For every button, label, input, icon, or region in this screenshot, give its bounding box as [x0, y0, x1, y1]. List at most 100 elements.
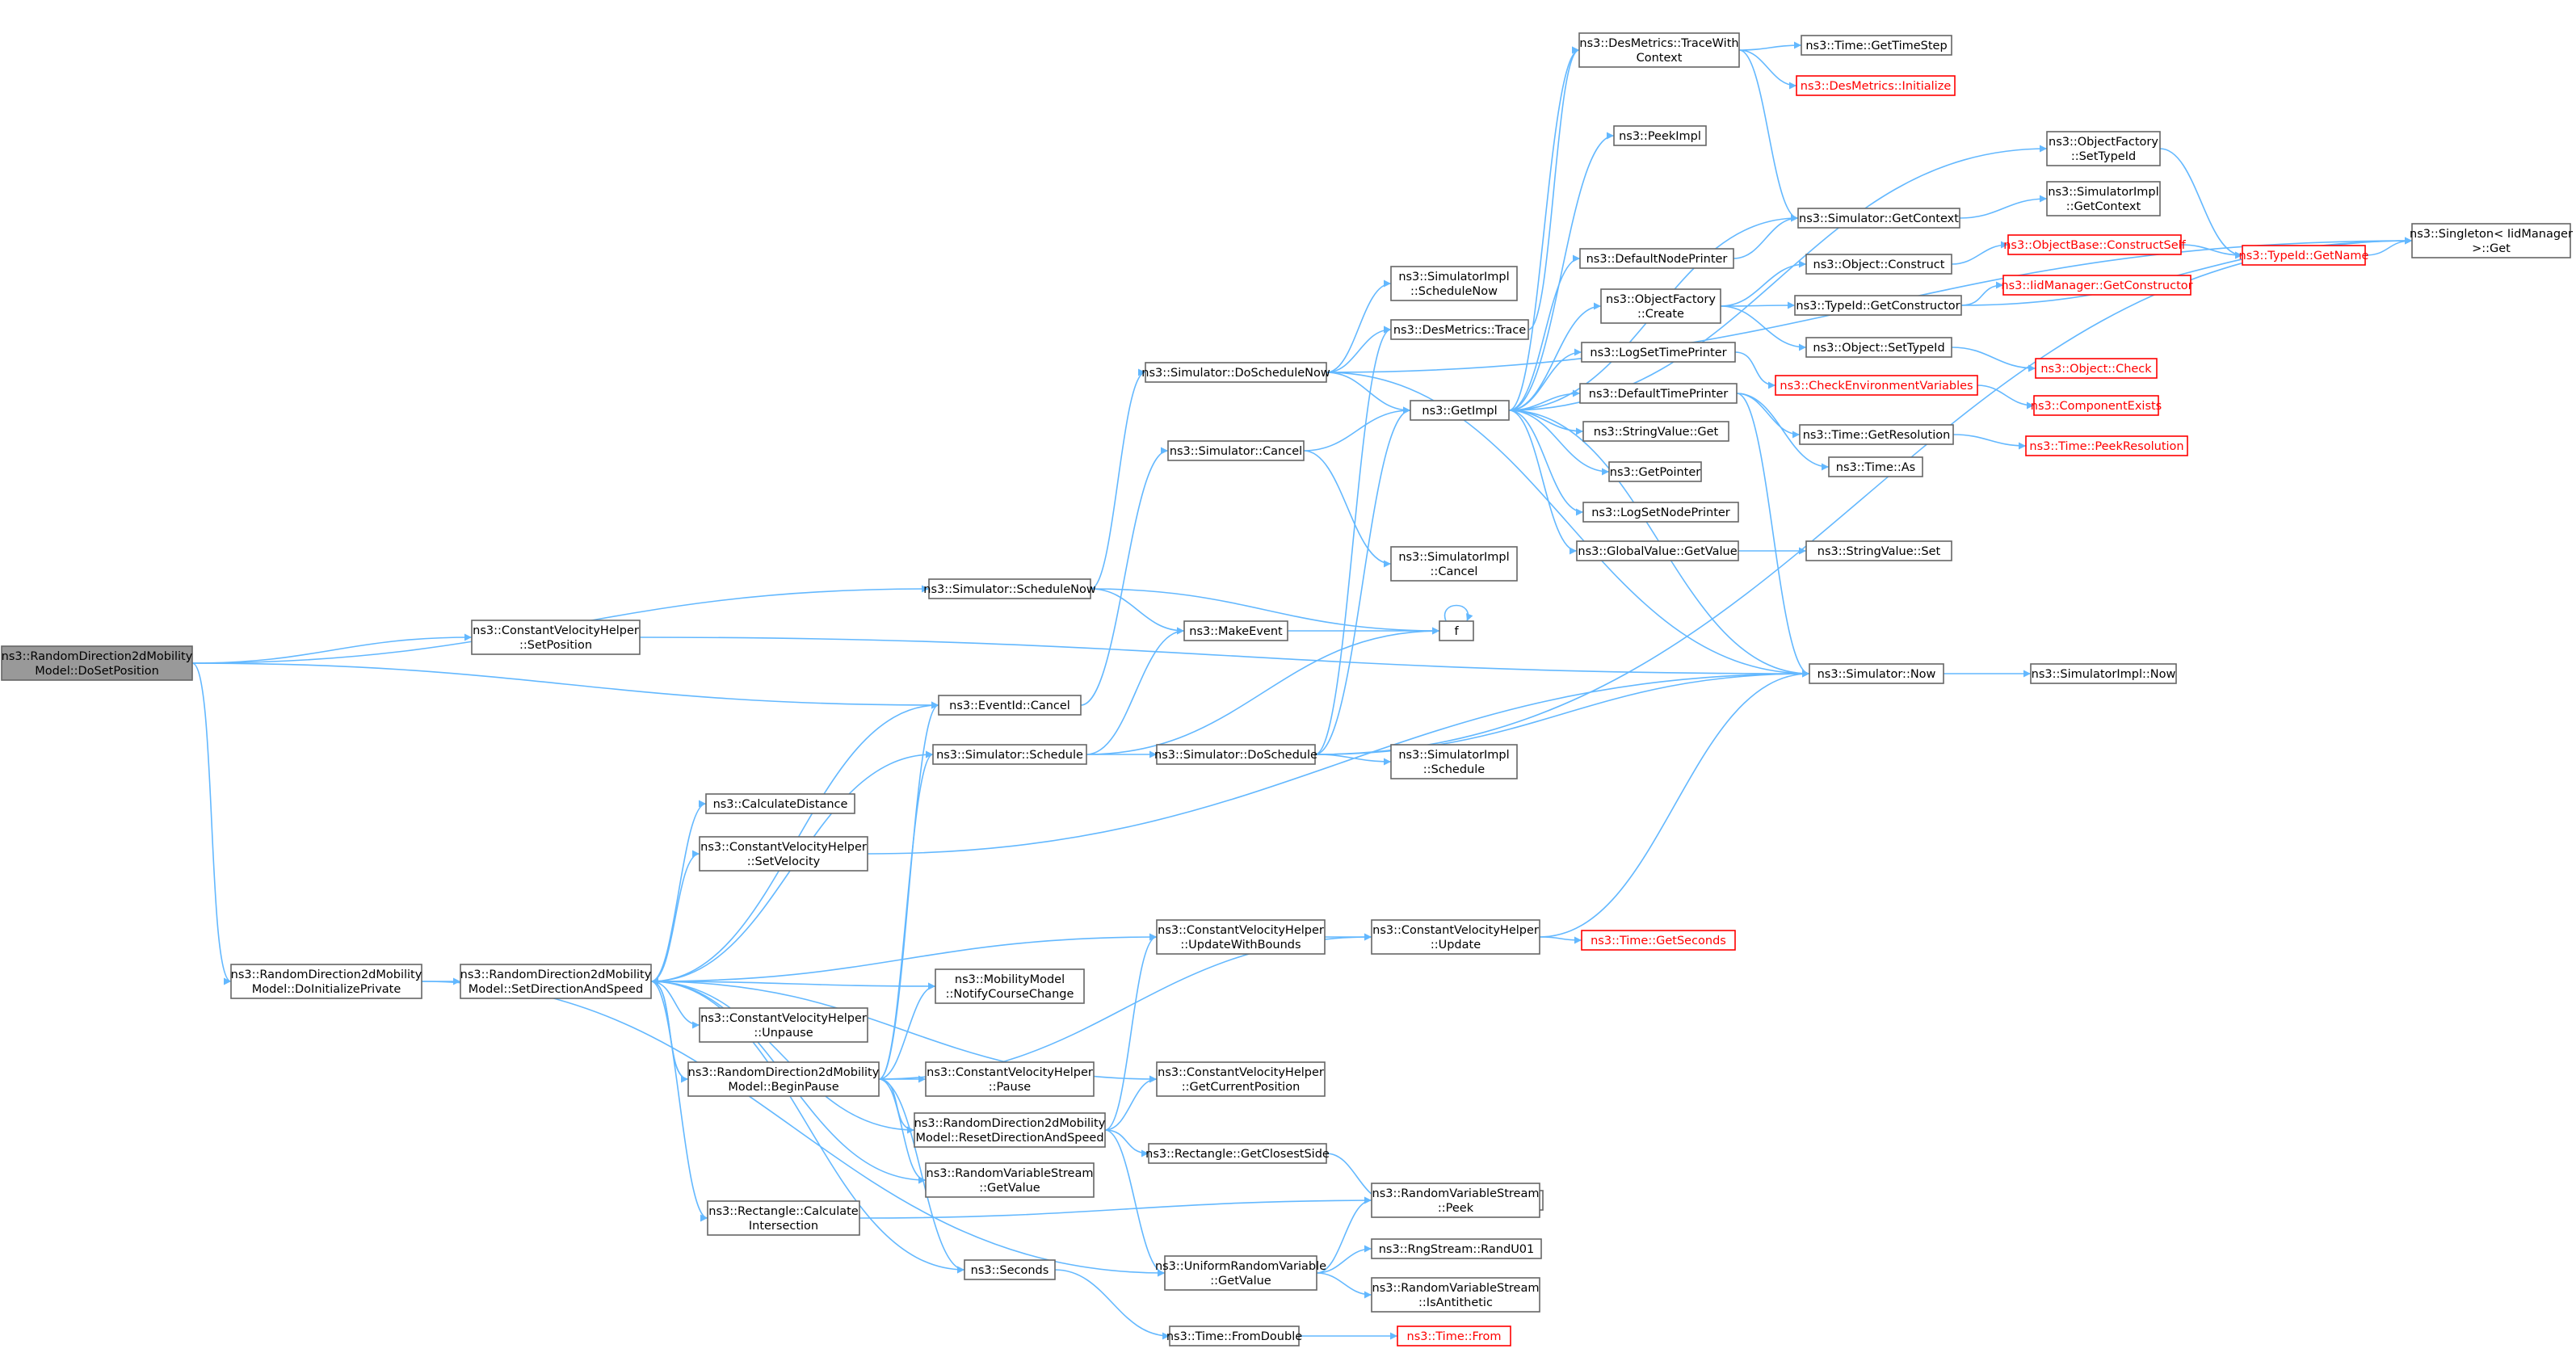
graph-node-simimpl-schednow[interactable]: ns3::SimulatorImpl::ScheduleNow	[1390, 266, 1518, 301]
node-box	[1613, 125, 1707, 146]
node-label-line: ns3::ConstantVelocityHelper	[473, 624, 639, 637]
graph-node-resetdir[interactable]: ns3::RandomDirection2dMobilityModel::Res…	[914, 1112, 1106, 1148]
node-label-line: ns3::RngStream::RandU01	[1379, 1243, 1535, 1256]
graph-node-time-peekres[interactable]: ns3::Time::PeekResolution	[2025, 435, 2188, 456]
node-box	[1167, 440, 1305, 461]
graph-edge	[1720, 301, 1796, 309]
node-label-line: ns3::Time::GetSeconds	[1591, 935, 1726, 947]
graph-node-logsetnode[interactable]: ns3::LogSetNodePrinter	[1582, 502, 1739, 523]
node-box	[471, 620, 641, 655]
graph-node-rvs-isanti[interactable]: ns3::RandomVariableStream::IsAntithetic	[1371, 1277, 1540, 1313]
graph-node-obj-construct[interactable]: ns3::Object::Construct	[1805, 254, 1952, 275]
node-box	[1156, 744, 1316, 765]
node-label-line: ns3::TypeId::GetConstructor	[1796, 300, 1960, 313]
graph-edge	[878, 982, 936, 1080]
graph-node-mm-notify[interactable]: ns3::MobilityModel::NotifyCourseChange	[935, 968, 1085, 1004]
graph-node-checkenv[interactable]: ns3::CheckEnvironmentVariables	[1775, 375, 1978, 396]
graph-node-cvh-unpause[interactable]: ns3::ConstantVelocityHelper::Unpause	[699, 1007, 868, 1043]
graph-node-simimpl-cancel[interactable]: ns3::SimulatorImpl::Cancel	[1390, 546, 1518, 582]
node-box	[964, 1259, 1056, 1280]
graph-edge	[1303, 450, 1392, 568]
graph-node-objfactory-settypeid[interactable]: ns3::ObjectFactory::SetTypeId	[2046, 131, 2161, 166]
graph-node-doinit[interactable]: ns3::RandomDirection2dMobilityModel::DoI…	[230, 964, 422, 999]
graph-node-logsettime[interactable]: ns3::LogSetTimePrinter	[1581, 342, 1736, 363]
node-label-line: ::SetVelocity	[747, 855, 821, 868]
graph-edge	[1960, 237, 2413, 306]
graph-node-cvh-pause[interactable]: ns3::ConstantVelocityHelper::Pause	[925, 1061, 1095, 1097]
node-box	[914, 1112, 1106, 1148]
graph-edge	[1090, 368, 1146, 590]
graph-node-simimpl-now[interactable]: ns3::SimulatorImpl::Now	[2030, 663, 2177, 684]
graph-node-strval-set[interactable]: ns3::StringValue::Set	[1805, 540, 1952, 561]
graph-node-time-getres[interactable]: ns3::Time::GetResolution	[1799, 424, 1954, 445]
graph-node-defnodeprinter[interactable]: ns3::DefaultNodePrinter	[1579, 248, 1734, 269]
graph-node-sim-schedule[interactable]: ns3::Simulator::Schedule	[932, 744, 1087, 765]
graph-edge	[1738, 41, 1802, 51]
graph-node-simimpl-schedule[interactable]: ns3::SimulatorImpl::Schedule	[1390, 744, 1518, 779]
graph-node-globalval-get[interactable]: ns3::GlobalValue::GetValue	[1576, 540, 1739, 561]
graph-node-seconds[interactable]: ns3::Seconds	[964, 1259, 1056, 1280]
graph-node-cvh-setpos[interactable]: ns3::ConstantVelocityHelper::SetPosition	[471, 620, 641, 655]
node-label-line: ns3::StringValue::Get	[1594, 426, 1719, 439]
graph-node-eventid-cancel[interactable]: ns3::EventId::Cancel	[938, 695, 1082, 716]
graph-node-objfactory-create[interactable]: ns3::ObjectFactory::Create	[1600, 288, 1721, 324]
node-label-line: ns3::Rectangle::GetClosestSide	[1145, 1148, 1330, 1161]
graph-node-doschednow[interactable]: ns3::Simulator::DoScheduleNow	[1141, 362, 1330, 383]
node-label-line: ns3::LogSetTimePrinter	[1590, 347, 1726, 359]
node-label-line: ns3::CalculateDistance	[713, 798, 848, 811]
graph-node-strval-get[interactable]: ns3::StringValue::Get	[1582, 421, 1729, 442]
graph-node-deftimeprinter[interactable]: ns3::DefaultTimePrinter	[1579, 383, 1738, 404]
graph-node-obj-settypeid[interactable]: ns3::Object::SetTypeId	[1805, 337, 1952, 358]
graph-node-getimpl[interactable]: ns3::GetImpl	[1410, 400, 1510, 421]
node-box	[705, 793, 855, 814]
graph-node-urv-getvalue[interactable]: ns3::UniformRandomVariable::GetValue	[1155, 1255, 1326, 1291]
graph-edge	[1303, 406, 1411, 452]
graph-node-rvs-getvalue[interactable]: ns3::RandomVariableStream::GetValue	[925, 1162, 1095, 1198]
graph-node-rng-randu01[interactable]: ns3::RngStream::RandU01	[1371, 1238, 1542, 1259]
graph-edge	[1508, 348, 1582, 411]
graph-node-obj-check[interactable]: ns3::Object::Check	[2035, 358, 2158, 379]
graph-node-rect-closest[interactable]: ns3::Rectangle::GetClosestSide	[1145, 1143, 1330, 1164]
graph-node-sim-dosched[interactable]: ns3::Simulator::DoSchedule	[1154, 744, 1317, 765]
graph-node-peekimpl[interactable]: ns3::PeekImpl	[1613, 125, 1707, 146]
graph-node-cvh-updbounds[interactable]: ns3::ConstantVelocityHelper::UpdateWithB…	[1156, 919, 1326, 955]
node-label-line: ::Pause	[989, 1081, 1031, 1094]
graph-node-time-getseconds[interactable]: ns3::Time::GetSeconds	[1581, 930, 1736, 951]
graph-node-sim-cancel[interactable]: ns3::Simulator::Cancel	[1167, 440, 1305, 461]
graph-node-f[interactable]: f	[1439, 620, 1474, 641]
node-label-line: Model::SetDirectionAndSpeed	[469, 983, 643, 996]
graph-node-typeid-getctor[interactable]: ns3::TypeId::GetConstructor	[1794, 295, 1962, 316]
graph-node-setdirspeed[interactable]: ns3::RandomDirection2dMobilityModel::Set…	[460, 964, 652, 999]
graph-node-cvh-getcurpos[interactable]: ns3::ConstantVelocityHelper::GetCurrentP…	[1156, 1061, 1326, 1097]
graph-edge	[1720, 260, 1807, 307]
graph-node-makeevent[interactable]: ns3::MakeEvent	[1183, 620, 1288, 641]
node-label-line: ns3::ObjectBase::ConstructSelf	[2003, 239, 2186, 252]
graph-node-beginpause[interactable]: ns3::RandomDirection2dMobilityModel::Beg…	[687, 1061, 880, 1097]
node-label-line: ns3::DesMetrics::Trace	[1393, 324, 1526, 337]
node-box	[1801, 35, 1952, 56]
graph-node-sim-getctx[interactable]: ns3::Simulator::GetContext	[1797, 208, 1960, 229]
graph-node-desm-init[interactable]: ns3::DesMetrics::Initialize	[1796, 75, 1956, 96]
graph-node-time-as[interactable]: ns3::Time::As	[1828, 456, 1923, 477]
graph-node-sched-now[interactable]: ns3::Simulator::ScheduleNow	[923, 578, 1096, 599]
graph-edge	[1951, 241, 2009, 265]
graph-node-getpointer[interactable]: ns3::GetPointer	[1608, 461, 1702, 482]
graph-node-desm-trace[interactable]: ns3::DesMetrics::Trace	[1390, 319, 1529, 340]
graph-node-rvs-peek[interactable]: ns3::RandomVariableStream::Peek	[1371, 1183, 1540, 1218]
graph-node-cvh-update[interactable]: ns3::ConstantVelocityHelper::Update	[1371, 919, 1540, 955]
graph-node-time-gettimestep[interactable]: ns3::Time::GetTimeStep	[1801, 35, 1952, 56]
graph-node-compexists[interactable]: ns3::ComponentExists	[2031, 395, 2162, 416]
graph-node-root[interactable]: ns3::RandomDirection2dMobilityModel::DoS…	[1, 645, 193, 681]
graph-node-iidmgr-getctor[interactable]: ns3::IidManager::GetConstructor	[2001, 275, 2193, 296]
graph-node-sim-now[interactable]: ns3::Simulator::Now	[1809, 663, 1944, 684]
graph-node-objbase-constructself[interactable]: ns3::ObjectBase::ConstructSelf	[2003, 234, 2187, 255]
graph-node-cvh-setvel[interactable]: ns3::ConstantVelocityHelper::SetVelocity	[699, 836, 868, 872]
graph-node-time-from[interactable]: ns3::Time::From	[1397, 1325, 1511, 1346]
graph-node-calc-dist[interactable]: ns3::CalculateDistance	[705, 793, 855, 814]
graph-node-simimpl-getctx[interactable]: ns3::SimulatorImpl::GetContext	[2046, 181, 2161, 216]
graph-node-typeid-getname[interactable]: ns3::TypeId::GetName	[2239, 245, 2369, 266]
graph-node-singleton-get[interactable]: ns3::Singleton< IidManager>::Get	[2410, 223, 2573, 258]
graph-node-time-fromdouble[interactable]: ns3::Time::FromDouble	[1166, 1325, 1302, 1346]
